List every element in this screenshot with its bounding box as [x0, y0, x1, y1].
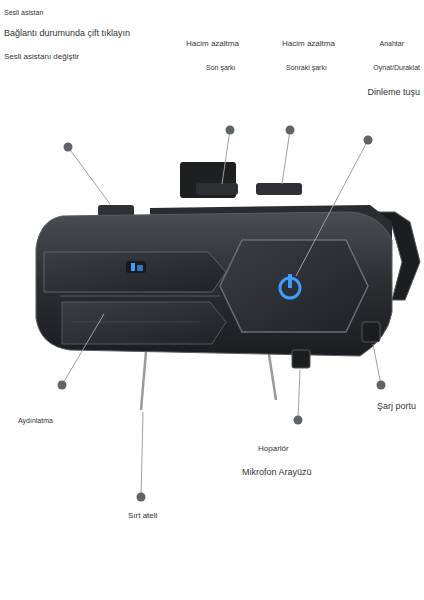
power-icon	[288, 274, 292, 288]
part-label: Anahtar	[379, 40, 404, 48]
part-label: Sırt ateli	[128, 511, 157, 521]
panel-line	[72, 322, 200, 323]
part-label: Bağlantı durumunda çift tıklayın	[4, 28, 130, 39]
part-label: Sesli asistanı değiştir	[4, 52, 79, 62]
volume-button	[196, 183, 238, 195]
button-panel	[44, 252, 226, 292]
charge-port	[362, 322, 380, 342]
housing	[36, 212, 392, 356]
part-label: Oynat/Duraklat	[373, 64, 420, 72]
indicator-glyph	[131, 263, 135, 271]
part-label: Son şarkı	[206, 64, 236, 72]
indicator-glyph	[137, 265, 143, 271]
housing-groove	[60, 296, 220, 297]
callout-dots	[58, 126, 386, 502]
side-panel	[62, 302, 226, 344]
part-label: Şarj portu	[377, 401, 416, 412]
leader-lines	[62, 130, 381, 497]
light-indicator	[126, 261, 146, 273]
part-label: Mikrofon Arayüzü	[242, 467, 312, 478]
part-label: Aydınlatma	[18, 417, 53, 425]
volume-button	[256, 183, 302, 195]
power-button	[220, 240, 368, 332]
part-label: Sonraki şarkı	[286, 64, 327, 72]
speaker-connector	[292, 350, 310, 368]
part-label: Hacim azaltma	[282, 39, 335, 49]
part-label: Dinleme tuşu	[367, 87, 420, 98]
part-label: Hoparlör	[258, 444, 289, 454]
part-label: Hacim azaltma	[186, 39, 239, 49]
part-label: Sesli asistan	[4, 9, 43, 17]
